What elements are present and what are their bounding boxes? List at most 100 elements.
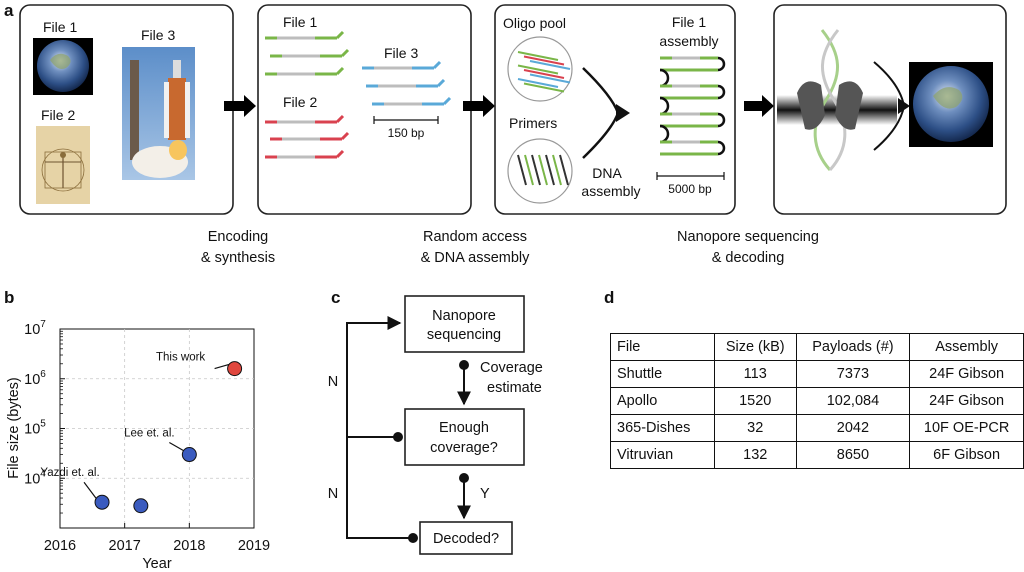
file-2-label: File 2: [41, 107, 75, 123]
caption-random-2: & DNA assembly: [421, 250, 531, 266]
cell-assembly: 24F Gibson: [909, 360, 1024, 388]
box-coverage-line2: coverage?: [430, 440, 498, 456]
scale-bar-5000: [656, 172, 725, 180]
y-tick-label: 105: [24, 419, 46, 438]
file-table: File Size (kB) Payloads (#) Assembly Shu…: [610, 333, 1024, 469]
pool-oligo: [523, 82, 565, 93]
loop-line-2: [346, 437, 413, 539]
dna-strand-green: [813, 29, 839, 172]
box2-file-2-label: File 2: [283, 94, 317, 110]
scale-bar-150: [373, 116, 439, 124]
file-3-label: File 3: [141, 27, 175, 43]
caption-random-1: Random access: [423, 229, 527, 245]
table-row: Shuttle 113 7373 24F Gibson: [610, 360, 1024, 388]
oligo-pool-strands: [517, 51, 571, 93]
cell-payloads: 102,084: [795, 387, 911, 415]
point-leader-line: [169, 441, 184, 452]
oligo-strand: [265, 149, 345, 159]
oligo-strand: [265, 66, 345, 76]
primer-oligo: [538, 154, 548, 186]
nanopore-sequencing-box: [404, 295, 525, 353]
box-sequencing-line1: Nanopore: [432, 308, 496, 324]
header-assembly: Assembly: [909, 333, 1024, 361]
cell-size: 113: [713, 360, 797, 388]
primer-oligo: [524, 154, 534, 186]
pool-oligo: [523, 69, 565, 79]
box-decoded: Decoded?: [433, 531, 499, 547]
pool-oligo: [529, 73, 571, 84]
node-4: [408, 533, 418, 543]
table-row: Vitruvian 132 8650 6F Gibson: [610, 441, 1024, 469]
caption-nanopore-2: & decoding: [712, 250, 785, 266]
no-label-1: N: [328, 374, 338, 390]
node-3: [393, 432, 403, 442]
box2-file-3-label: File 3: [384, 45, 418, 61]
point-leader-line: [83, 481, 97, 499]
data-point: [133, 498, 149, 514]
caption-encoding-2: & synthesis: [201, 250, 275, 266]
panel-a-label: a: [4, 1, 14, 20]
flow-arrow-2: [463, 95, 495, 117]
dna-label: DNA: [592, 165, 622, 181]
caption-nanopore-1: Nanopore sequencing: [677, 229, 819, 245]
oligo-strand: [270, 48, 350, 58]
cell-payloads: 2042: [795, 414, 911, 442]
dna-strand-gray: [821, 29, 847, 172]
panel-c-label: c: [331, 288, 340, 307]
panel-d-label: d: [604, 288, 614, 307]
point-label: Yazdi et. al.: [40, 467, 99, 479]
primers-label: Primers: [509, 115, 557, 131]
cell-size: 132: [713, 441, 797, 469]
oligo-strand: [265, 114, 345, 124]
point-label: This work: [156, 352, 205, 364]
cell-payloads: 8650: [795, 441, 911, 469]
oligo-strand: [265, 30, 345, 40]
caption-encoding-1: Encoding: [208, 229, 268, 245]
oligo-strand: [362, 60, 442, 70]
vitruvian-image: [36, 126, 90, 204]
y-tick-label: 107: [24, 319, 46, 338]
cell-file: Shuttle: [610, 360, 715, 388]
oligo-pool-label: Oligo pool: [503, 15, 566, 31]
x-tick-label: 2017: [109, 538, 141, 554]
cell-size: 1520: [713, 387, 797, 415]
table-row: Apollo 1520 102,084 24F Gibson: [610, 387, 1024, 415]
nanopore-right: [835, 81, 863, 130]
oligo-strand: [372, 96, 452, 106]
cell-assembly: 10F OE-PCR: [909, 414, 1024, 442]
box-sequencing-line2: sequencing: [427, 327, 501, 343]
nanopore-left: [797, 81, 825, 130]
coverage-line1: Coverage: [480, 360, 543, 376]
primer-oligo: [552, 154, 562, 186]
y-tick-label: 104: [24, 468, 46, 487]
x-tick-label: 2019: [238, 538, 270, 554]
box-coverage-line1: Enough: [439, 420, 489, 436]
table-header-row: File Size (kB) Payloads (#) Assembly: [610, 333, 1024, 361]
data-point: [181, 447, 197, 463]
flow-arrow-3: [744, 95, 774, 117]
oligo-strand: [270, 131, 350, 141]
scale-5000-label: 5000 bp: [668, 182, 712, 196]
file-1-label: File 1: [43, 19, 77, 35]
x-tick-label: 2018: [173, 538, 205, 554]
pool-oligo: [517, 51, 559, 61]
earth-image: [33, 38, 93, 95]
cell-file: Vitruvian: [610, 441, 715, 469]
header-size: Size (kB): [713, 333, 797, 361]
box2-file-1-label: File 1: [283, 14, 317, 30]
table-row: 365-Dishes 32 2042 10F OE-PCR: [610, 414, 1024, 442]
decode-arrow-head: [898, 98, 910, 114]
assembled-strand: [660, 140, 726, 156]
shuttle-image: [122, 47, 195, 180]
data-point: [94, 494, 110, 510]
x-axis-label: Year: [142, 556, 171, 572]
merge-arrow-head: [616, 104, 630, 122]
enough-coverage-box: [404, 408, 525, 466]
pool-oligo: [523, 55, 565, 66]
primers-circle: [507, 138, 573, 204]
flow-arrow-1: [224, 95, 256, 117]
point-label: Lee et. al.: [124, 428, 175, 440]
x-tick-label: 2016: [44, 538, 76, 554]
cell-payloads: 7373: [795, 360, 911, 388]
